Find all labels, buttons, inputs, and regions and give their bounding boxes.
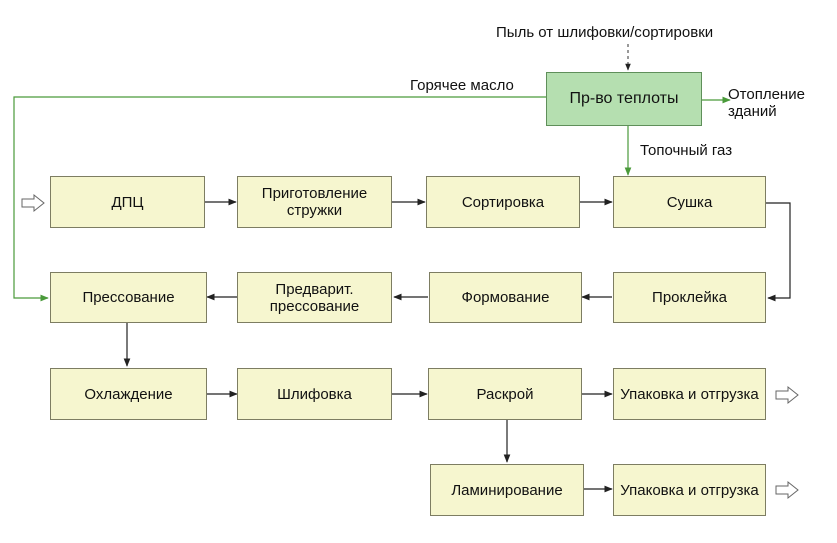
step-forming[interactable]: Формование <box>429 272 582 323</box>
output-arrow-icon <box>775 385 799 405</box>
step-dpc[interactable]: ДПЦ <box>50 176 205 228</box>
step-chip-preparation[interactable]: Приготовление стружки <box>237 176 392 228</box>
output-arrow-icon <box>775 480 799 500</box>
step-gluing[interactable]: Проклейка <box>613 272 766 323</box>
input-arrow-icon <box>21 193 45 213</box>
step-cooling[interactable]: Охлаждение <box>50 368 207 420</box>
step-sorting[interactable]: Сортировка <box>426 176 580 228</box>
building-heating-label: Отопление зданий <box>728 86 805 120</box>
step-packing-shipping-laminated[interactable]: Упаковка и отгрузка <box>613 464 766 516</box>
step-drying[interactable]: Сушка <box>613 176 766 228</box>
step-laminating[interactable]: Ламинирование <box>430 464 584 516</box>
heat-production-box[interactable]: Пр-во теплоты <box>546 72 702 126</box>
hot-oil-line <box>13 96 546 302</box>
step-cutting[interactable]: Раскрой <box>428 368 582 420</box>
step-pressing[interactable]: Прессование <box>50 272 207 323</box>
step-prepressing[interactable]: Предварит. прессование <box>237 272 392 323</box>
step-sanding[interactable]: Шлифовка <box>237 368 392 420</box>
dust-source-label: Пыль от шлифовки/сортировки <box>496 24 714 41</box>
furnace-gas-label: Топочный газ <box>640 142 733 159</box>
step-packing-shipping[interactable]: Упаковка и отгрузка <box>613 368 766 420</box>
hot-oil-label: Горячее масло <box>410 77 514 94</box>
